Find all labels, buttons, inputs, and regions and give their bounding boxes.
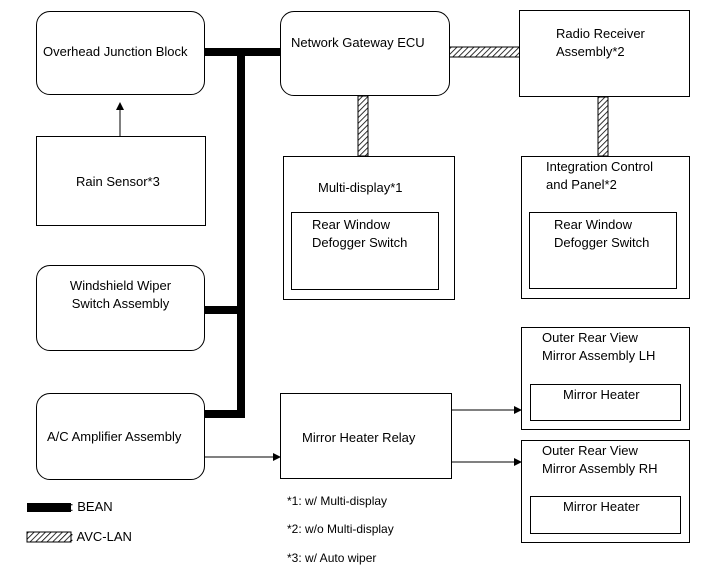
mirror-heater-rh: Mirror Heater xyxy=(530,496,681,534)
outer-mirror-assembly-rh: Outer Rear View Mirror Assembly RH Mirro… xyxy=(521,440,690,543)
rear-window-defogger-switch: Rear Window Defogger Switch xyxy=(291,212,439,290)
rear-window-switch-label-line1: Rear Window xyxy=(312,217,391,232)
outer-mirror-lh-label-line1: Outer Rear View xyxy=(542,330,638,345)
network-gateway-ecu: Network Gateway ECU xyxy=(280,11,450,96)
outer-mirror-lh-label-line2: Mirror Assembly LH xyxy=(542,348,656,363)
radio-receiver-label-line1: Radio Receiver xyxy=(556,26,645,41)
integration-rear-window-defogger-switch: Rear Window Defogger Switch xyxy=(529,212,677,289)
outer-mirror-assembly-lh: Outer Rear View Mirror Assembly LH Mirro… xyxy=(521,327,690,430)
mirror-heater-rh-label: Mirror Heater xyxy=(563,499,640,514)
mirror-heater-lh: Mirror Heater xyxy=(530,384,681,421)
multi-display-label: Multi-display*1 xyxy=(318,180,403,195)
outer-mirror-rh-label-line2: Mirror Assembly RH xyxy=(542,461,658,476)
integration-panel-label-line1: Integration Control xyxy=(546,159,653,174)
network-gateway-label: Network Gateway ECU xyxy=(291,35,425,50)
mirror-heater-relay: Mirror Heater Relay xyxy=(280,393,452,479)
mirror-heater-relay-label: Mirror Heater Relay xyxy=(302,430,416,445)
multi-display: Multi-display*1 Rear Window Defogger Swi… xyxy=(283,156,455,300)
legend-bean-label: : BEAN xyxy=(70,499,113,514)
rear-window-switch-label-line2: Defogger Switch xyxy=(312,235,408,250)
integration-rear-window-switch-label-line1: Rear Window xyxy=(554,217,633,232)
overhead-junction-label: Overhead Junction Block xyxy=(43,44,188,59)
radio-receiver-assembly: Radio Receiver Assembly*2 xyxy=(519,10,690,97)
mirror-heater-lh-label: Mirror Heater xyxy=(563,387,640,402)
legend-avc-lan-label: : AVC-LAN xyxy=(70,529,132,544)
ac-amplifier-assembly: A/C Amplifier Assembly xyxy=(36,393,205,480)
note-multi-display: *1: w/ Multi-display xyxy=(287,494,388,508)
note-auto-wiper: *3: w/ Auto wiper xyxy=(287,551,377,565)
ac-amplifier-label: A/C Amplifier Assembly xyxy=(47,429,182,444)
overhead-junction-block: Overhead Junction Block xyxy=(36,11,205,95)
wiper-switch-label-line1: Windshield Wiper xyxy=(69,278,172,293)
legend-bean-swatch xyxy=(27,503,71,512)
rain-sensor-label: Rain Sensor*3 xyxy=(76,174,160,189)
windshield-wiper-switch-assembly: Windshield Wiper Switch Assembly xyxy=(36,265,205,351)
wiper-switch-label-line2: Switch Assembly xyxy=(71,296,170,311)
integration-rear-window-switch-label-line2: Defogger Switch xyxy=(554,235,650,250)
legend-avc-lan-swatch xyxy=(26,531,72,543)
radio-receiver-label-line2: Assembly*2 xyxy=(556,44,625,59)
rain-sensor: Rain Sensor*3 xyxy=(36,136,206,226)
integration-panel-label-line2: and Panel*2 xyxy=(546,177,617,192)
outer-mirror-rh-label-line1: Outer Rear View xyxy=(542,443,638,458)
bean-bus xyxy=(204,48,282,418)
integration-control-panel: Integration Control and Panel*2 Rear Win… xyxy=(521,156,690,299)
note-without-multi-display: *2: w/o Multi-display xyxy=(287,522,394,536)
signal-arrows xyxy=(116,102,522,466)
